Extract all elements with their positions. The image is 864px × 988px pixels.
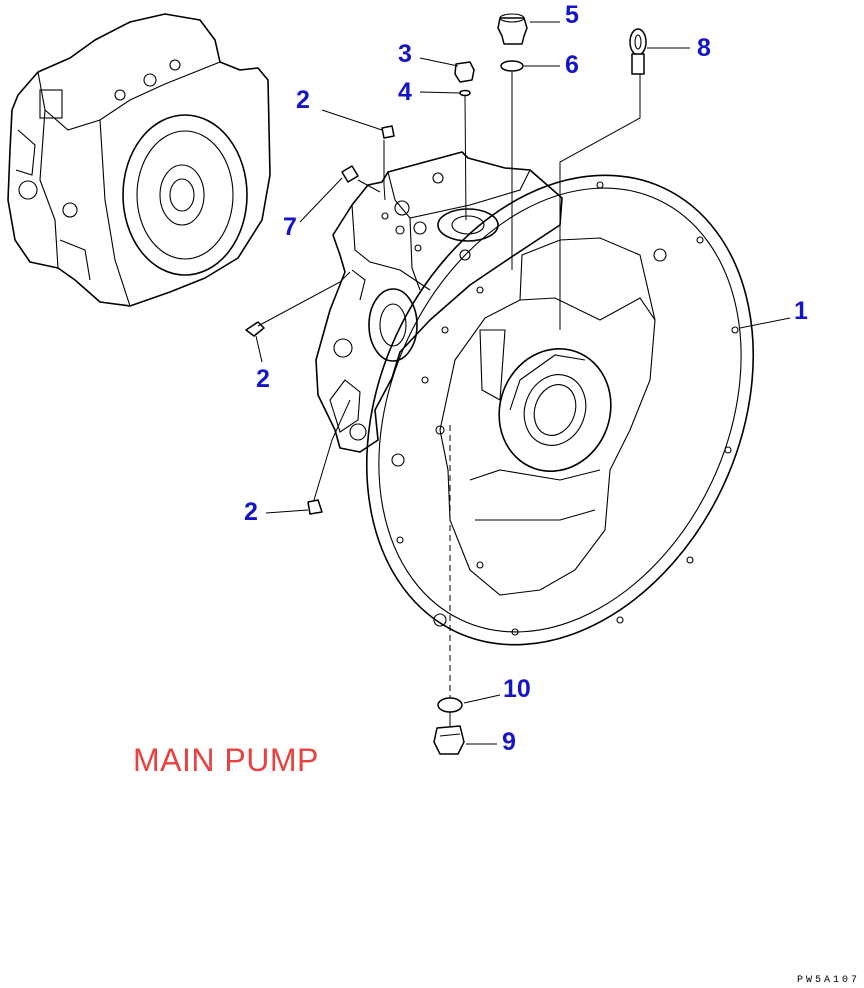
callout-9[interactable]: 9 [502,728,516,756]
callout-2-left[interactable]: 2 [256,365,270,393]
callout-3[interactable]: 3 [398,40,412,68]
flywheel-housing [365,174,755,646]
callout-2-top[interactable]: 2 [296,86,310,114]
callout-8[interactable]: 8 [697,34,711,62]
diagram-caption: MAIN PUMP [133,742,319,778]
callout-6[interactable]: 6 [565,51,579,79]
callout-5[interactable]: 5 [565,1,579,29]
pump-housing [315,151,563,453]
callout-2-bottom[interactable]: 2 [244,498,258,526]
callout-4[interactable]: 4 [398,78,412,106]
callout-1[interactable]: 1 [794,297,808,325]
callout-7[interactable]: 7 [283,213,297,241]
leader-lines [255,21,791,745]
callout-10[interactable]: 10 [503,675,531,703]
drawing-code: PW5A107 [796,975,860,986]
overview-pump [7,13,271,307]
hardware-parts [245,13,647,755]
